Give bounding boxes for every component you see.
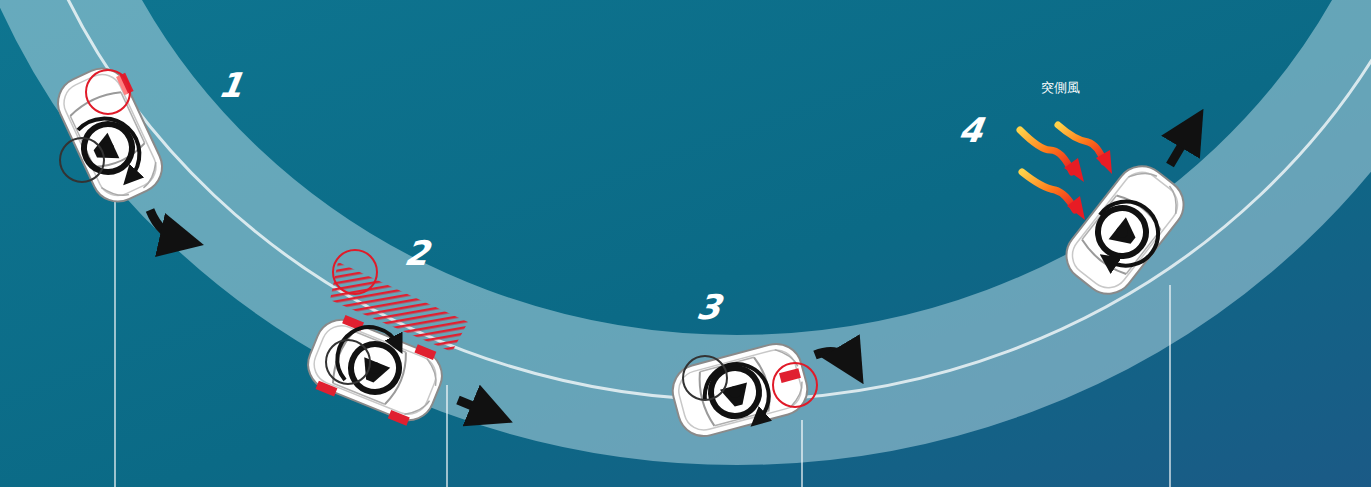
callout-number: 2 xyxy=(404,236,435,270)
callout-number: 1 xyxy=(218,68,249,102)
callout-number: 3 xyxy=(696,290,727,324)
wind-label: 突側風 xyxy=(1041,81,1080,94)
callout-number: 4 xyxy=(958,113,989,147)
